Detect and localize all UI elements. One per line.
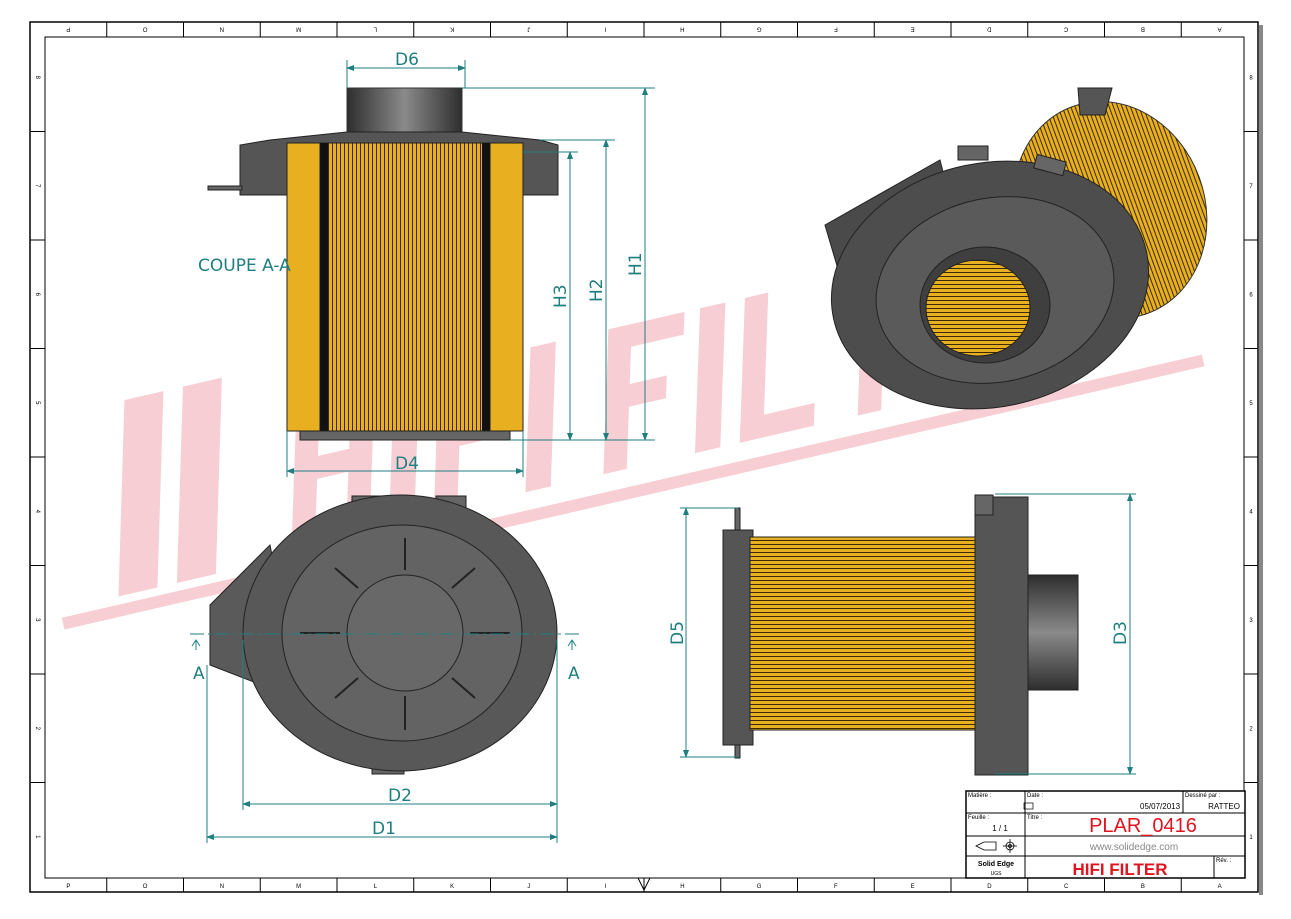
border-column-label: H	[680, 884, 684, 890]
border-row-label: 4	[34, 510, 40, 514]
border-column-label: A	[1218, 26, 1222, 32]
feuille-value: 1 / 1	[992, 824, 1008, 833]
border-column-label: C	[1063, 26, 1068, 32]
border-column-label: G	[756, 26, 761, 32]
border-column-label: M	[296, 884, 301, 890]
side-view	[722, 494, 1079, 776]
border-column-label: G	[757, 884, 762, 890]
software-name: Solid Edge	[978, 861, 1014, 868]
border-row-label: 2	[1249, 726, 1253, 732]
border-row-label: 6	[1249, 292, 1253, 298]
dim-D2: D2	[388, 786, 412, 806]
section-marker-left: A	[193, 664, 205, 684]
section-dimensions	[286, 60, 655, 477]
border-column-label: J	[527, 884, 530, 890]
dim-D1: D1	[372, 819, 396, 839]
matiere-label: Matière :	[968, 793, 992, 799]
feuille-label: Feuille :	[968, 815, 989, 821]
border-row-label: 5	[1249, 401, 1253, 407]
software-sub: UGS	[991, 871, 1003, 877]
border-column-label: N	[220, 26, 224, 32]
border-column-label: O	[142, 26, 147, 32]
envelope-icon	[1023, 802, 1034, 810]
border-column-label: J	[527, 26, 530, 32]
dim-D4: D4	[395, 454, 419, 474]
border-row-label: 3	[34, 618, 40, 622]
border-column-label: F	[834, 884, 838, 890]
border-column-label: E	[911, 884, 915, 890]
border-column-label: M	[296, 26, 301, 32]
dim-H3: H3	[551, 284, 571, 308]
border-column-label: N	[220, 884, 224, 890]
title-block: Matière : Date : 05/07/2013 Dessiné par …	[965, 790, 1246, 879]
rev-label: Rév. :	[1216, 858, 1232, 864]
border-column-label: I	[605, 884, 607, 890]
border-column-label: O	[143, 884, 148, 890]
border-row-label: 7	[34, 184, 40, 188]
date-value: 05/07/2013	[1140, 802, 1181, 811]
titre-label: Titre :	[1027, 815, 1042, 821]
dessine-value: RATTEO	[1208, 802, 1240, 811]
company-name: HIFI FILTER	[1072, 860, 1167, 879]
dim-D3: D3	[1111, 621, 1131, 645]
border-column-label: P	[66, 884, 70, 890]
border-column-label: D	[987, 884, 992, 890]
border-column-label: P	[66, 26, 70, 32]
side-dimensions	[680, 493, 1136, 775]
dim-H2: H2	[587, 278, 607, 302]
border-column-label: F	[834, 26, 838, 32]
border-column-label: H	[680, 26, 684, 32]
border-column-label: C	[1064, 884, 1069, 890]
border-column-label: L	[374, 884, 378, 890]
border-row-label: 1	[1249, 835, 1253, 841]
date-label: Date :	[1027, 793, 1043, 799]
dim-D6: D6	[395, 50, 419, 70]
front-dimensions	[206, 640, 558, 843]
border-labels: P P O O N N M M L L K K J J I I H H G G F F E E D D C C B B A A 8 8 7 7 6 6 5 5…	[30, 22, 1258, 892]
border-row-label: 8	[1249, 75, 1253, 81]
dessine-label: Dessiné par :	[1185, 793, 1221, 799]
front-view	[190, 494, 580, 775]
border-column-label: L	[373, 26, 377, 32]
border-column-label: K	[450, 884, 454, 890]
isometric-view	[824, 87, 1208, 410]
border-row-label: 7	[1249, 184, 1253, 190]
border-row-label: 2	[34, 727, 40, 731]
dim-D5: D5	[668, 621, 688, 645]
border-column-label: B	[1141, 26, 1145, 32]
border-column-label: D	[987, 26, 992, 32]
website-text: www.solidedge.com	[1089, 842, 1178, 853]
border-column-label: I	[604, 26, 606, 32]
border-row-label: 1	[34, 835, 40, 839]
drawing-title: PLAR_0416	[1089, 815, 1197, 837]
border-row-label: 5	[34, 401, 40, 405]
section-label: COUPE A-A	[198, 256, 291, 276]
border-column-label: B	[1141, 884, 1145, 890]
section-view: COUPE A-A	[198, 87, 559, 441]
dim-H1: H1	[626, 252, 646, 276]
border-column-label: A	[1218, 884, 1222, 890]
border-row-label: 4	[1249, 509, 1253, 515]
section-marker-right: A	[568, 664, 580, 684]
border-row-label: 8	[34, 76, 40, 80]
border-column-label: E	[911, 26, 915, 32]
projection-symbol-icon	[975, 839, 1017, 853]
border-column-label: K	[450, 26, 454, 32]
border-row-label: 3	[1249, 618, 1253, 624]
border-row-label: 6	[34, 293, 40, 297]
